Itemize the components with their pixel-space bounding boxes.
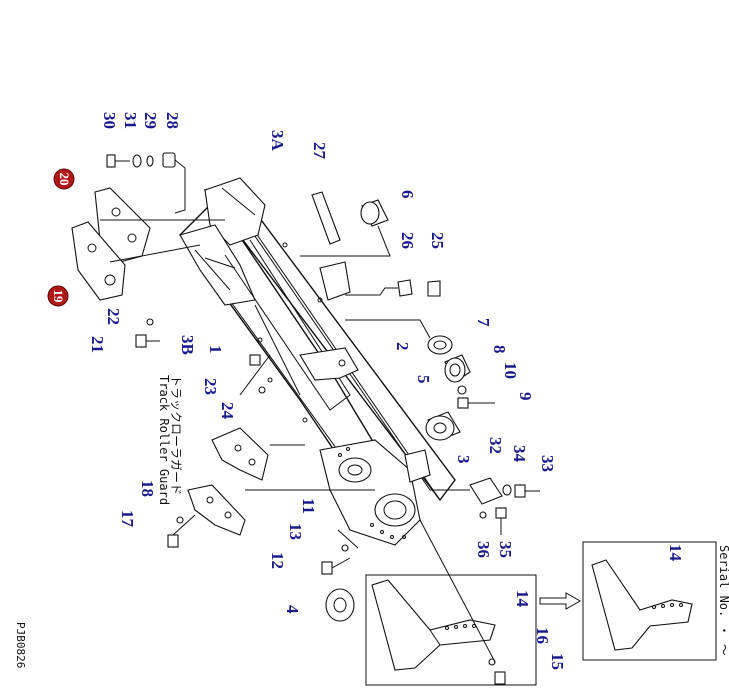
callout-23: 23 bbox=[201, 378, 220, 395]
callout-15: 15 bbox=[548, 653, 567, 670]
detail-box-14-left bbox=[365, 574, 537, 686]
callout-32: 32 bbox=[486, 437, 505, 454]
callout-16: 16 bbox=[533, 627, 552, 644]
callout-17: 17 bbox=[118, 510, 137, 528]
callout-9: 9 bbox=[516, 392, 535, 401]
callout-33: 33 bbox=[538, 455, 557, 472]
track-roller-guard bbox=[187, 427, 375, 536]
callout-31: 31 bbox=[121, 112, 140, 129]
callout-1: 1 bbox=[206, 345, 225, 354]
callout-11: 11 bbox=[299, 498, 318, 514]
arrow-icon bbox=[539, 592, 582, 610]
callout-30: 30 bbox=[100, 112, 119, 129]
badge-20: 20 bbox=[53, 168, 75, 190]
callout-6: 6 bbox=[398, 190, 417, 199]
callout-27: 27 bbox=[310, 142, 329, 160]
callout-10: 10 bbox=[501, 362, 520, 379]
callout-7: 7 bbox=[474, 318, 493, 327]
callout-25: 25 bbox=[428, 232, 447, 249]
callout-5: 5 bbox=[414, 375, 433, 384]
callout-21: 21 bbox=[88, 336, 107, 353]
callout-28: 28 bbox=[163, 112, 182, 129]
callout-14-detail: 14 bbox=[513, 590, 532, 608]
track-frame bbox=[179, 177, 456, 546]
rear-guard-assembly bbox=[71, 187, 225, 301]
callout-34: 34 bbox=[510, 445, 529, 463]
callout-14-inset: 14 bbox=[666, 544, 685, 562]
callout-3: 3 bbox=[454, 455, 473, 464]
callout-29: 29 bbox=[141, 112, 160, 129]
svg-text:20: 20 bbox=[57, 173, 72, 186]
callout-24: 24 bbox=[218, 402, 237, 420]
callout-labels: 30 31 29 28 3A 27 6 26 25 22 21 3B 1 2 7… bbox=[88, 112, 685, 670]
callout-18: 18 bbox=[138, 480, 157, 497]
badge-19: 19 bbox=[47, 285, 69, 307]
callout-4: 4 bbox=[283, 605, 302, 614]
svg-text:19: 19 bbox=[51, 290, 66, 304]
callout-12: 12 bbox=[268, 552, 287, 569]
drawing-code: PJB0826 bbox=[14, 622, 27, 668]
callout-35: 35 bbox=[496, 541, 515, 558]
detail-box-14-right bbox=[582, 541, 717, 661]
callout-36: 36 bbox=[474, 541, 493, 558]
callout-26: 26 bbox=[398, 232, 417, 249]
hardware-parts bbox=[106, 152, 540, 685]
callout-2: 2 bbox=[393, 342, 412, 351]
callout-13: 13 bbox=[286, 523, 305, 540]
callout-3A: 3A bbox=[268, 130, 287, 152]
serial-label: Serial No. ・ ～ bbox=[717, 545, 729, 656]
callout-3B: 3B bbox=[178, 335, 197, 355]
guard-label-en: Track Roller Guard bbox=[157, 375, 171, 505]
callout-8: 8 bbox=[490, 345, 509, 354]
guard-label-jp: トラックローラガード bbox=[169, 375, 183, 495]
callout-22: 22 bbox=[104, 308, 123, 325]
